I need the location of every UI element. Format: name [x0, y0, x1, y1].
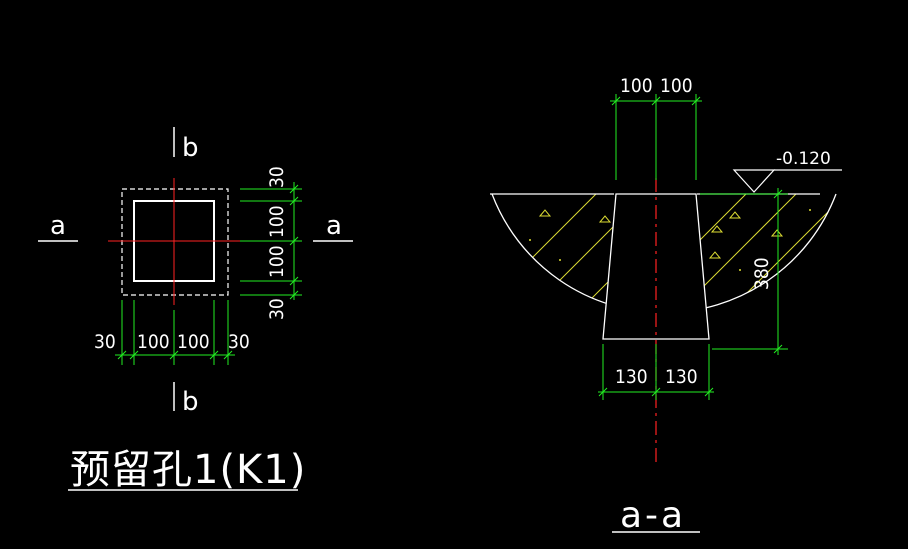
section-depth-dim: [700, 188, 788, 355]
section-caption: a-a: [620, 495, 686, 536]
plan-dims-vertical: [240, 182, 302, 300]
plan-caption: 预留孔1(K1): [70, 447, 306, 493]
plan-dim-v-4: 30: [266, 298, 288, 320]
section-bottom-dims: [598, 344, 714, 400]
section-bottom-dim-1: 130: [615, 366, 648, 388]
plan-dim-h-4: 30: [228, 331, 250, 353]
section-view: 100 100 -0.120 380 130 130 a-a: [490, 75, 842, 536]
plan-view: b b a a 30 100 100 30: [38, 127, 353, 493]
section-top-dims: [610, 94, 702, 180]
plan-dims-horizontal: [115, 300, 235, 365]
section-mark-top: b: [182, 133, 199, 163]
elevation-label: -0.120: [776, 149, 831, 169]
section-top-dim-1: 100: [620, 75, 653, 97]
plan-dim-h-2: 100: [137, 331, 170, 353]
hole-outer-dashed: [121, 188, 229, 296]
section-mark-left: a: [50, 211, 66, 241]
plan-dim-v-3: 100: [266, 245, 288, 278]
plan-dim-h-1: 30: [94, 331, 116, 353]
elevation-marker: [732, 169, 776, 193]
section-depth-label: 380: [751, 257, 773, 290]
plan-dim-h-3: 100: [177, 331, 210, 353]
section-top-dim-2: 100: [660, 75, 693, 97]
section-bottom-dim-2: 130: [665, 366, 698, 388]
plan-dim-v-1: 30: [266, 166, 288, 188]
plan-dim-v-2: 100: [266, 205, 288, 238]
section-mark-right: a: [326, 211, 342, 241]
section-mark-bottom: b: [182, 387, 199, 417]
